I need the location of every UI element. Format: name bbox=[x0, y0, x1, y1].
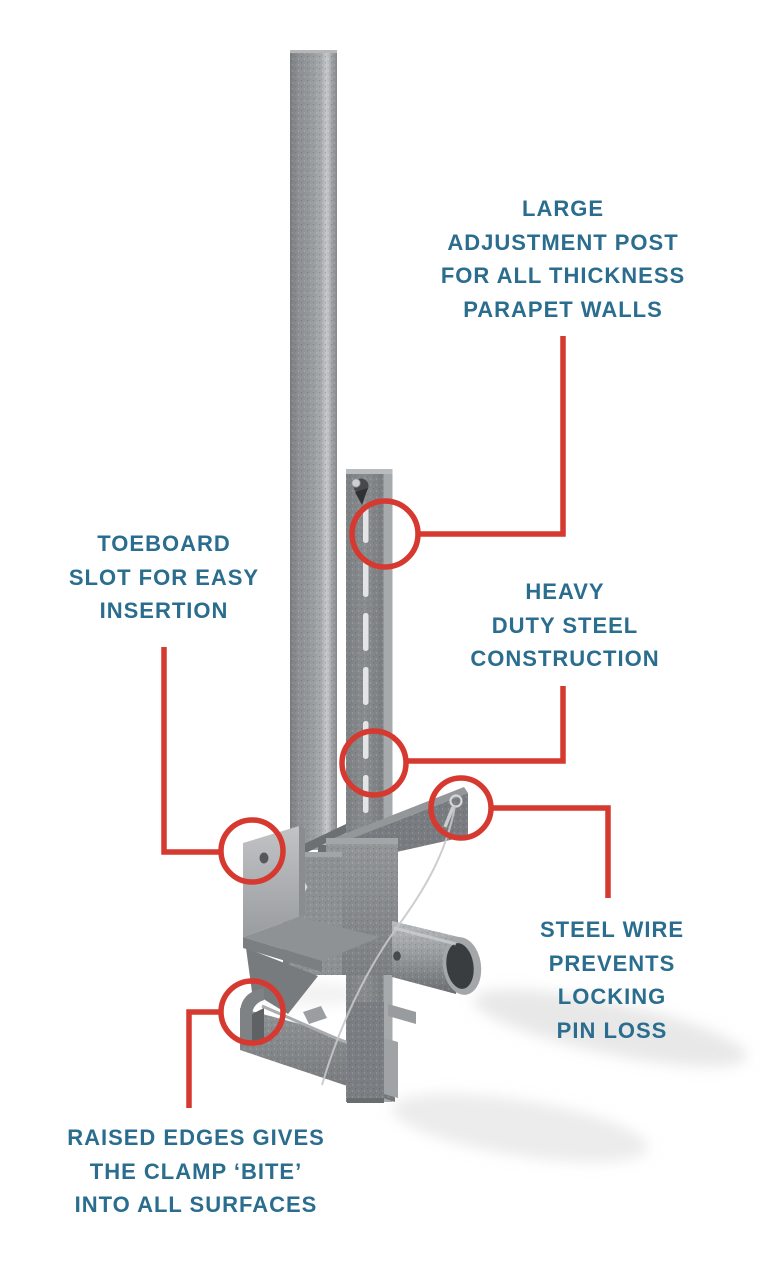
toeboard-tray bbox=[243, 917, 380, 961]
callout-line: HEAVY bbox=[525, 579, 605, 604]
callout-line: THE CLAMP ‘BITE’ bbox=[89, 1158, 303, 1184]
callout-line: INSERTION bbox=[99, 598, 229, 623]
callout-steel-wire: STEEL WIRE PREVENTS LOCKING PIN LOSS bbox=[497, 913, 727, 1047]
locking-pin bbox=[443, 794, 463, 828]
annotation-circle-large-adjustment-post bbox=[349, 498, 421, 570]
callout-line: RAISED EDGES GIVES bbox=[67, 1125, 325, 1150]
callout-large-adjustment-post: LARGE ADJUSTMENT POST FOR ALL THICKNESS … bbox=[383, 192, 743, 326]
raised-edge-bump-rear bbox=[388, 1004, 416, 1024]
raised-edge-lip bbox=[240, 988, 264, 1048]
tube-opening bbox=[446, 943, 474, 989]
annotation-lines bbox=[161, 336, 611, 1108]
callout-line: DUTY STEEL bbox=[491, 612, 639, 638]
channel-lower bbox=[347, 1002, 398, 1103]
annotation-line-raised-edges bbox=[186, 1009, 221, 1108]
top-locking-pin bbox=[351, 478, 369, 505]
annotation-circle-heavy-duty-steel bbox=[339, 728, 409, 798]
raised-edge-bump bbox=[303, 1006, 327, 1024]
annotation-line-steel-wire bbox=[491, 805, 611, 898]
callout-line: PARAPET WALLS bbox=[463, 296, 663, 322]
callout-line: PIN LOSS bbox=[556, 1017, 668, 1043]
guardrail-tube bbox=[392, 921, 482, 995]
steel-wire bbox=[321, 805, 456, 1086]
callout-line: LOCKING bbox=[557, 984, 667, 1009]
annotation-circle-toeboard-slot bbox=[218, 817, 286, 885]
annotation-line-heavy-duty-steel bbox=[406, 686, 566, 764]
callout-line: STEEL WIRE bbox=[539, 917, 685, 942]
callout-toeboard-slot: TOEBOARD SLOT FOR EASY INSERTION bbox=[19, 527, 309, 628]
callout-line: LARGE bbox=[522, 196, 604, 221]
foot-side-tab bbox=[384, 1038, 398, 1098]
tube-pin-hole bbox=[393, 951, 401, 961]
annotation-circle-raised-edges bbox=[218, 978, 286, 1046]
callout-line: CONSTRUCTION bbox=[470, 646, 660, 671]
annotation-line-large-adjustment-post bbox=[418, 336, 566, 537]
callout-raised-edges: RAISED EDGES GIVES THE CLAMP ‘BITE’ INTO… bbox=[21, 1121, 371, 1222]
callout-heavy-duty-steel: HEAVY DUTY STEEL CONSTRUCTION bbox=[420, 575, 710, 676]
callout-line: FOR ALL THICKNESS bbox=[440, 263, 686, 288]
callout-line: SLOT FOR EASY bbox=[68, 564, 260, 590]
annotation-circles bbox=[218, 498, 494, 1046]
main-post bbox=[290, 50, 337, 850]
annotation-line-toeboard-slot bbox=[161, 647, 221, 855]
callout-line: TOEBOARD bbox=[97, 531, 231, 556]
pin-ring bbox=[449, 794, 463, 808]
callout-line: ADJUSTMENT POST bbox=[447, 229, 679, 255]
callout-line: PREVENTS bbox=[548, 950, 676, 976]
toeboard-plate-hole bbox=[259, 852, 269, 864]
annotation-circle-steel-wire bbox=[428, 775, 494, 841]
foot-slot bbox=[252, 1008, 264, 1046]
callout-line: INTO ALL SURFACES bbox=[74, 1192, 318, 1217]
